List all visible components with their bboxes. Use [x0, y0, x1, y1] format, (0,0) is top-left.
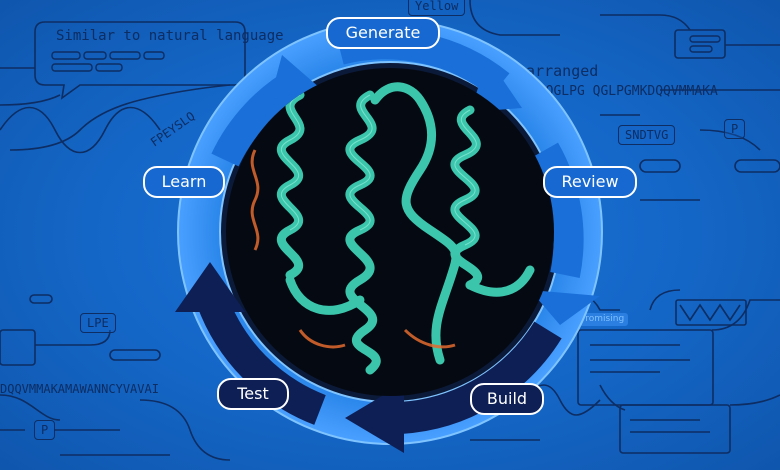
arrow-review-build — [531, 142, 584, 278]
promising-tag: Promising — [576, 313, 629, 326]
chip-p-top: P — [724, 119, 746, 139]
sequence-bottom: DQQVMMAKAMAWANNCYVAVAI — [0, 382, 159, 396]
sequence-top: GJQGLPG QGLPGMKDQQVMMAKA — [530, 84, 718, 99]
stage-generate: Generate — [326, 17, 440, 49]
arrow-head-5 — [175, 262, 245, 312]
arrow-test-learn — [196, 294, 327, 425]
chip-p-bottom: P — [34, 420, 56, 440]
stage-learn: Learn — [143, 166, 225, 198]
arrow-head-3 — [530, 290, 600, 325]
arrow-head-1 — [270, 55, 320, 100]
protein-image — [226, 68, 554, 396]
stage-build: Build — [470, 383, 544, 415]
bubble-text: Similar to natural language — [56, 28, 284, 44]
arrow-head-4 — [345, 383, 404, 453]
chip-sndtvg: SNDTVG — [618, 125, 676, 145]
stage-test: Test — [217, 378, 289, 410]
yellow-tag: Yellow — [408, 0, 466, 16]
stage-review: Review — [543, 166, 637, 198]
chip-lpe: LPE — [80, 313, 116, 333]
